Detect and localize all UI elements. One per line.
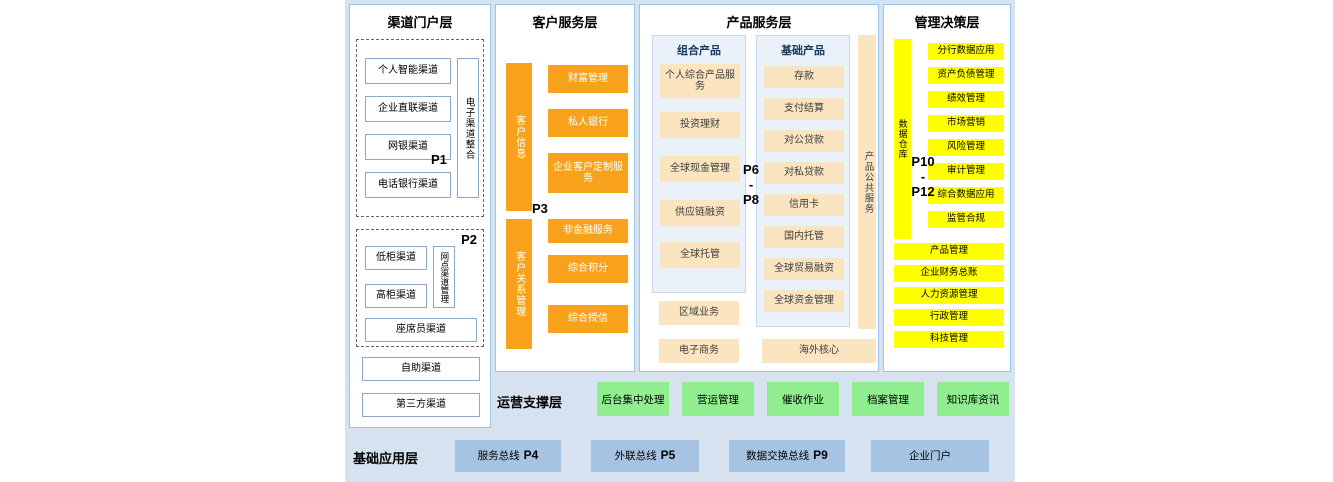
p6-label: P6 [743,162,759,177]
p-separator: - [920,168,926,184]
mgmt-box-asset-liability: 资产负债管理 [928,67,1004,84]
channel-box-self-service: 自助渠道 [362,357,480,381]
channel-box-agent-seat: 座席员渠道 [365,318,477,342]
p5-label: P5 [660,448,676,463]
p1-electronic-channels-group: 个人智能渠道 企业直联渠道 网银渠道 电话银行渠道 电子渠道整合 P1 [356,39,484,217]
mgmt-box-audit: 审计管理 [928,163,1004,180]
product-box-global-custody: 全球托管 [660,242,740,268]
p8-label: P8 [743,191,759,207]
mgmt-box-comprehensive-data: 综合数据应用 [928,187,1004,204]
p2-label: P2 [461,232,477,247]
channel-layer-title: 渠道门户层 [387,15,453,30]
p1-label: P1 [431,152,447,167]
vertical-bar-product-public-service: 产品公共服务 [858,35,876,329]
base-layer-title: 基础应用层 [353,451,419,466]
customer-service-layer-panel: 客户服务层 客户信息 客户关系管理 财富管理 私人银行 企业客户定制服务 P3 … [495,4,635,372]
channel-portal-layer-panel: 渠道门户层 个人智能渠道 企业直联渠道 网银渠道 电话银行渠道 电子渠道整合 P… [349,4,491,428]
product-box-global-trade-finance: 全球贸易融资 [764,258,844,280]
customer-layer-title: 客户服务层 [532,15,598,30]
service-box-private-banking: 私人银行 [548,109,628,137]
operation-layer-title: 运营支撑层 [497,395,563,410]
mgmt-box-administration: 行政管理 [894,309,1004,326]
p-separator: - [748,176,754,192]
ops-box-collections: 催收作业 [767,382,839,416]
service-box-corporate-custom: 企业客户定制服务 [548,153,628,193]
management-decision-layer-panel: 管理决策层 数据仓库 P10 - P12 分行数据应用 资产负债管理 绩效管理 … [883,4,1011,372]
mgmt-box-compliance: 监管合规 [928,211,1004,228]
product-box-investment: 投资理财 [660,112,740,138]
p12-label: P12 [911,183,935,199]
product-box-global-cash: 全球现金管理 [660,156,740,182]
ops-box-knowledge-base: 知识库资讯 [937,382,1009,416]
management-layer-title: 管理决策层 [914,15,980,30]
basic-products-title: 基础产品 [781,45,825,57]
vertical-bar-customer-relationship: 客户关系管理 [506,219,532,349]
product-box-e-commerce: 电子商务 [659,339,739,363]
channel-box-online-banking: 网银渠道 [365,134,451,160]
p4-label: P4 [523,448,539,463]
channel-box-enterprise-direct: 企业直联渠道 [365,96,451,122]
base-box-label: 外联总线 [614,449,657,462]
product-layer-title: 产品服务层 [726,15,792,30]
channel-box-third-party: 第三方渠道 [362,393,480,417]
channel-box-low-counter: 低柜渠道 [365,246,427,270]
product-box-domestic-custody: 国内托管 [764,226,844,248]
product-box-supply-chain: 供应链融资 [660,200,740,226]
mgmt-box-marketing: 市场营销 [928,115,1004,132]
diagram-canvas: 渠道门户层 个人智能渠道 企业直联渠道 网银渠道 电话银行渠道 电子渠道整合 P… [345,0,1015,482]
product-box-personal-loan: 对私贷款 [764,162,844,184]
product-box-regional-business: 区域业务 [659,301,739,325]
ops-box-archives: 档案管理 [852,382,924,416]
base-box-data-exchange-bus: 数据交换总线 P9 [729,440,845,472]
service-box-wealth-mgmt: 财富管理 [548,65,628,93]
product-box-personal-comprehensive: 个人综合产品服务 [660,64,740,98]
product-service-layer-panel: 产品服务层 组合产品 个人综合产品服务 投资理财 全球现金管理 供应链融资 全球… [639,4,879,372]
channel-box-phone-banking: 电话银行渠道 [365,172,451,198]
service-box-credit-line: 综合授信 [548,305,628,333]
vertical-label-electronic-channel-integration: 电子渠道整合 [457,58,479,198]
mgmt-box-hr: 人力资源管理 [894,287,1004,304]
base-box-external-bus: 外联总线 P5 [591,440,699,472]
combo-products-title: 组合产品 [677,45,721,57]
mgmt-box-branch-data: 分行数据应用 [928,43,1004,60]
channel-box-personal-smart: 个人智能渠道 [365,58,451,84]
basic-products-group: 基础产品 存款 支付结算 对公贷款 对私贷款 信用卡 国内托管 全球贸易融资 全… [756,35,850,327]
ops-box-backoffice: 后台集中处理 [597,382,669,416]
product-box-credit-card: 信用卡 [764,194,844,216]
vertical-label-branch-channel-mgmt: 网点渠道管理 [433,246,455,308]
base-box-label: 企业门户 [909,449,951,462]
channel-box-high-counter: 高柜渠道 [365,284,427,308]
product-box-deposit: 存款 [764,66,844,88]
service-box-non-financial: 非金融服务 [548,219,628,243]
base-box-label: 数据交换总线 [746,449,810,462]
base-box-service-bus: 服务总线 P4 [455,440,561,472]
ops-box-operations-mgmt: 营运管理 [682,382,754,416]
p6-p8-label: P6 - P8 [734,162,768,208]
vertical-bar-data-warehouse: 数据仓库 [894,39,911,239]
p9-label: P9 [813,448,828,463]
p10-p12-label: P10 - P12 [904,154,942,200]
mgmt-box-performance: 绩效管理 [928,91,1004,108]
mgmt-box-technology: 科技管理 [894,331,1004,348]
mgmt-box-risk: 风险管理 [928,139,1004,156]
p3-label: P3 [532,201,548,216]
product-box-payment: 支付结算 [764,98,844,120]
mgmt-box-general-ledger: 企业财务总账 [894,265,1004,282]
mgmt-box-product-mgmt: 产品管理 [894,243,1004,260]
operation-boxes-row: 后台集中处理 营运管理 催收作业 档案管理 知识库资讯 [597,382,1009,416]
product-box-overseas-core: 海外核心 [762,339,876,363]
combo-products-group: 组合产品 个人综合产品服务 投资理财 全球现金管理 供应链融资 全球托管 [652,35,746,293]
base-box-label: 服务总线 [477,449,520,462]
product-box-corporate-loan: 对公贷款 [764,130,844,152]
service-box-points: 综合积分 [548,255,628,283]
vertical-bar-customer-info: 客户信息 [506,63,532,211]
base-box-enterprise-portal: 企业门户 [871,440,989,472]
p10-label: P10 [911,154,935,169]
p2-counter-channels-group: P2 低柜渠道 高柜渠道 网点渠道管理 座席员渠道 [356,229,484,347]
product-box-global-treasury: 全球资金管理 [764,290,844,312]
